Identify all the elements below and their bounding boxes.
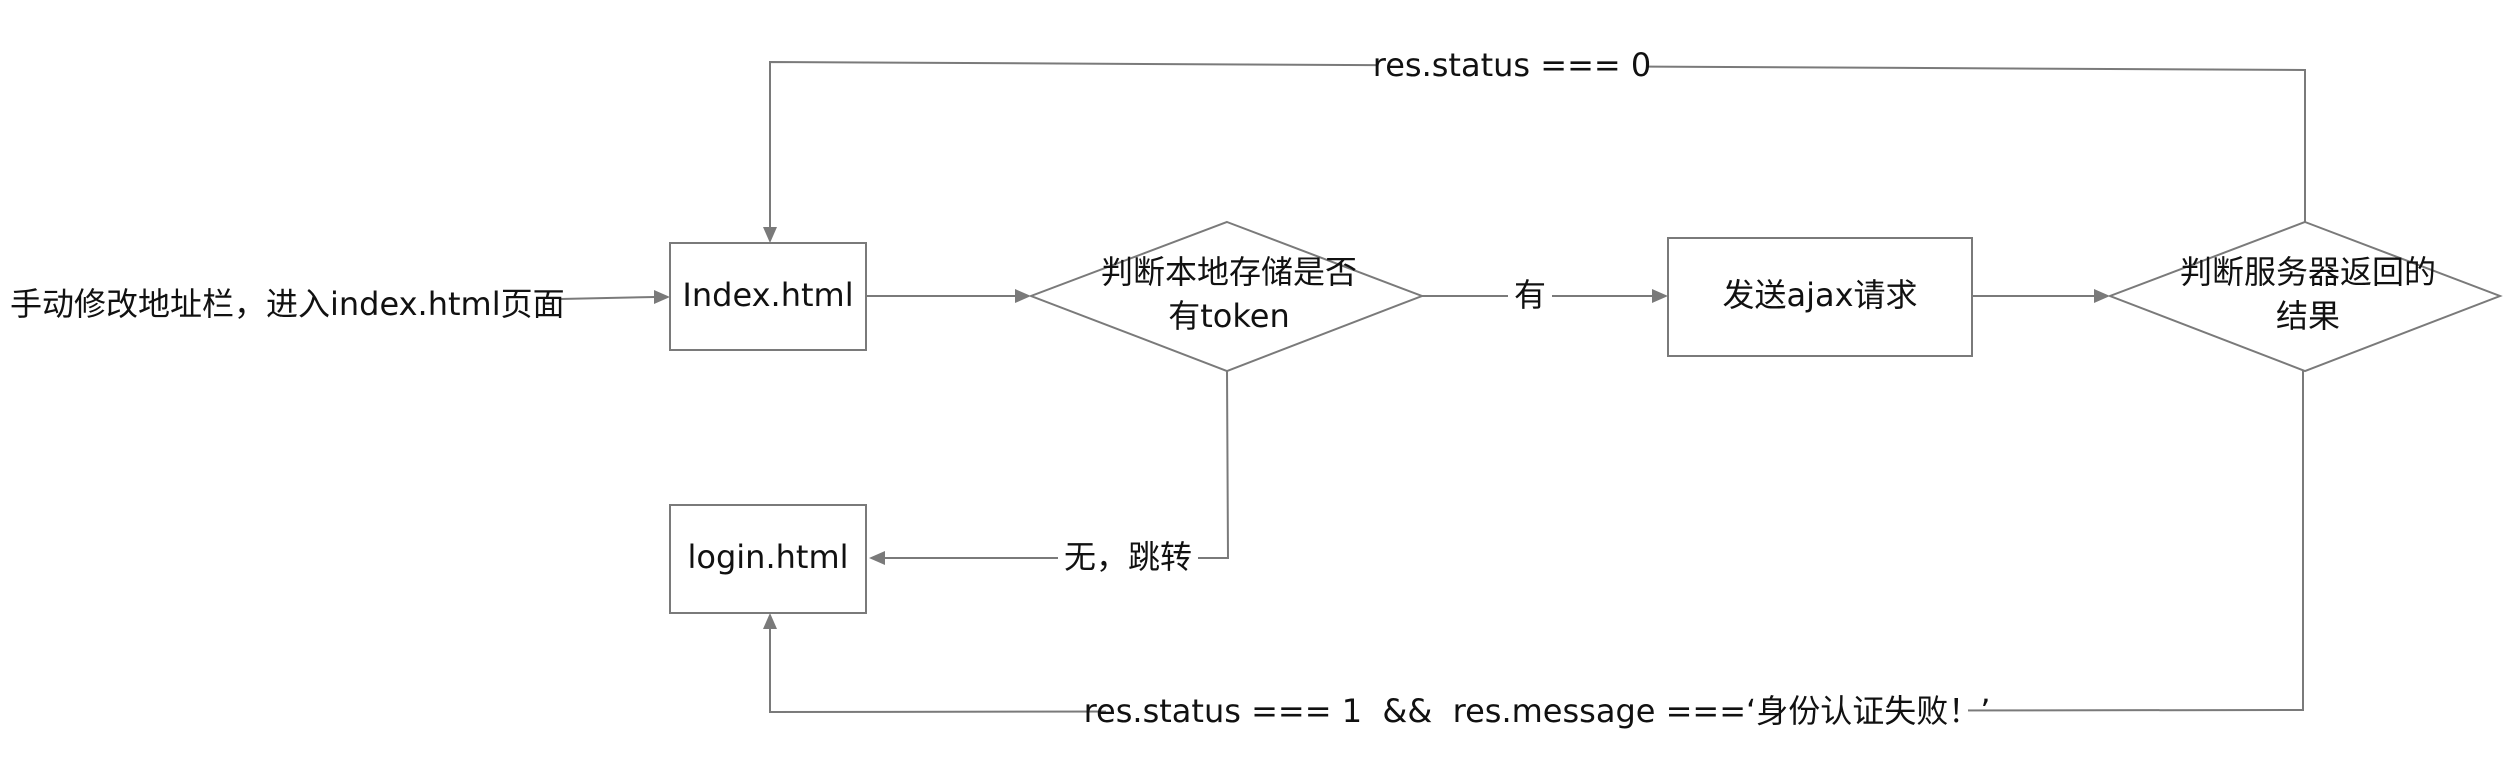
arrowhead-index-to-check-token: [1015, 289, 1031, 303]
node-send-ajax: 发送ajax请求: [1667, 237, 1973, 357]
node-index-page: Index.html: [669, 242, 867, 351]
index-page-label: Index.html: [682, 276, 853, 314]
check-token-diamond: [1028, 220, 1425, 373]
edge-entry-to-index: [559, 296, 656, 300]
node-login-page: login.html: [669, 504, 867, 614]
entry-text: 手动修改地址栏，进入index.html页面: [10, 285, 565, 323]
node-check-result: 判断服务器返回的 结果: [2107, 220, 2503, 373]
arrowhead-result-status-zero-to-index: [763, 227, 777, 243]
edge-label-no-token-bg: [1058, 536, 1198, 580]
edge-label-has-token-group: 有: [1508, 274, 1552, 318]
check-token-label-line2: 有token: [1168, 297, 1290, 335]
node-entry: 手动修改地址栏，进入index.html页面: [10, 285, 565, 323]
edge-label-has-token-bg: [1508, 274, 1552, 318]
edge-label-status-zero-group: res.status === 0: [1373, 44, 1651, 88]
check-result-diamond: [2107, 220, 2503, 373]
node-check-token: 判断本地存储是否 有token: [1028, 220, 1425, 373]
edge-label-auth-fail-bg: [1106, 690, 1968, 734]
login-page-label: login.html: [687, 538, 848, 576]
arrowhead-check-token-to-login: [869, 551, 885, 565]
arrowhead-ajax-to-check-result: [2094, 289, 2110, 303]
edge-label-no-token-group: 无，跳转: [1058, 536, 1198, 580]
edge-result-auth-fail-to-login: [769, 371, 2304, 714]
check-token-label-line1: 判断本地存储是否: [1101, 253, 1357, 291]
edge-label-status-zero: res.status === 0: [1373, 46, 1651, 84]
send-ajax-label: 发送ajax请求: [1722, 276, 1917, 314]
edge-label-auth-fail-group: res.status === 1 && res.message ===‘身份认证…: [1084, 690, 1991, 734]
check-result-label-line1: 判断服务器返回的: [2180, 253, 2436, 291]
send-ajax-box: [1667, 237, 1973, 357]
edge-label-has-token: 有: [1514, 276, 1546, 314]
login-page-box: [669, 504, 867, 614]
edge-label-status-zero-bg: [1378, 44, 1646, 88]
check-result-label-line2: 结果: [2276, 297, 2340, 335]
edge-label-status-one-auth-fail: res.status === 1 && res.message ===‘身份认证…: [1084, 692, 1991, 730]
arrowhead-entry-to-index: [654, 290, 670, 304]
edge-check-token-to-login: [884, 369, 1230, 559]
edge-label-no-token-redirect: 无，跳转: [1064, 538, 1192, 576]
arrowhead-result-auth-fail-to-login: [763, 613, 777, 629]
index-page-box: [669, 242, 867, 351]
arrowhead-check-token-to-ajax: [1652, 289, 1668, 303]
